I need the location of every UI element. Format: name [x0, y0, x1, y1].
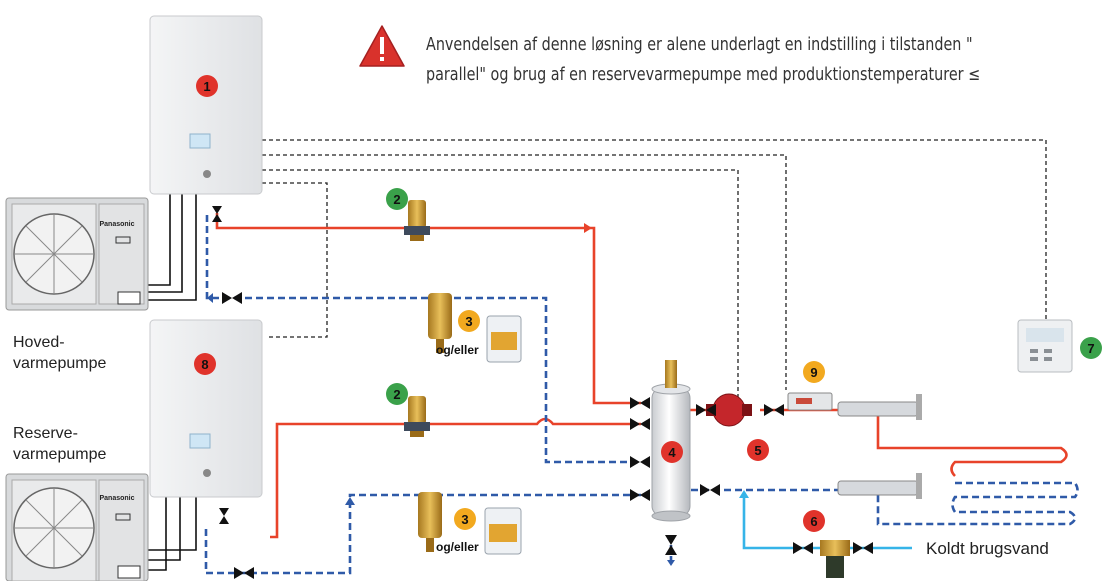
brand-label: Panasonic [99, 495, 134, 502]
control-cable-pump [262, 169, 739, 407]
svg-text:5: 5 [754, 443, 761, 458]
svg-text:7: 7 [1087, 341, 1094, 356]
mixing-valve-box [787, 392, 833, 411]
valve-icon [630, 418, 650, 430]
warning-icon [359, 25, 405, 67]
notice-text: Anvendelsen af denne løsning er alene un… [426, 30, 980, 90]
magnetic-filter-top [404, 200, 430, 241]
cleaner-can-bottom [484, 507, 522, 555]
markers: 1 2 2 3 3 4 5 6 7 8 9 [194, 75, 1102, 532]
marker-8: 8 [194, 353, 216, 375]
brand-label: Panasonic [99, 221, 134, 228]
marker-4: 4 [661, 441, 683, 463]
marker-1: 1 [196, 75, 218, 97]
return-main [205, 215, 641, 464]
manifold-top [837, 394, 922, 420]
marker-5: 5 [747, 439, 769, 461]
marker-2-top: 2 [386, 188, 408, 210]
dirt-separator-top [428, 293, 452, 353]
valve-icon [696, 404, 716, 416]
svg-text:4: 4 [668, 445, 676, 460]
valves [212, 206, 873, 579]
valve-icon [219, 508, 229, 524]
room-thermostat [1017, 319, 1073, 373]
svg-text:3: 3 [461, 512, 468, 527]
return-lines [204, 215, 1079, 575]
manifold-bottom [837, 473, 922, 499]
svg-text:1: 1 [203, 79, 210, 94]
marker-6: 6 [803, 510, 825, 532]
and-or-label-bottom: og/eller [436, 540, 479, 554]
control-wiring [262, 139, 1047, 407]
control-cable-manifold [262, 154, 787, 390]
backup-outdoor-unit [5, 473, 149, 581]
dirt-separator-bottom [418, 492, 442, 552]
valve-icon [630, 397, 650, 409]
backup-indoor-unit [149, 319, 263, 498]
notice-line-1: Anvendelsen af denne løsning er alene un… [426, 35, 973, 55]
supply-main [215, 213, 641, 405]
notice-line-2: parallel" og brug af en reservevarmepump… [426, 65, 981, 85]
control-cable-backup-unit [262, 182, 328, 338]
valve-icon [212, 206, 222, 222]
main-outdoor-unit [5, 197, 149, 311]
svg-text:9: 9 [810, 365, 817, 380]
marker-3-bottom: 3 [454, 508, 476, 530]
valve-icon [222, 292, 242, 304]
svg-text:8: 8 [201, 357, 208, 372]
marker-2-bottom: 2 [386, 383, 408, 405]
valve-icon [853, 542, 873, 554]
main-indoor-unit [149, 15, 263, 195]
cold-water-filter [820, 540, 850, 578]
backup-pump-label: Reserve- varmepumpe [13, 425, 107, 463]
control-cable-thermostat [262, 139, 1047, 320]
supply-backup [270, 417, 641, 539]
valve-icon [630, 489, 650, 501]
and-or-label-top: og/eller [436, 343, 479, 357]
marker-3-top: 3 [458, 310, 480, 332]
magnetic-filter-bottom [404, 396, 430, 437]
buffer-tank [651, 360, 691, 522]
svg-text:2: 2 [393, 387, 400, 402]
valve-icon [700, 484, 720, 496]
svg-text:6: 6 [810, 514, 817, 529]
valve-icon [665, 535, 677, 555]
cold-water-label: Koldt brugsvand [926, 539, 1049, 558]
cold-water-line [742, 492, 912, 550]
marker-9: 9 [803, 361, 825, 383]
cleaner-can-top [486, 315, 522, 363]
svg-text:3: 3 [465, 314, 472, 329]
valve-icon [793, 542, 813, 554]
supply-lines [215, 213, 1068, 539]
marker-7: 7 [1080, 337, 1102, 359]
return-backup-to-tank [348, 493, 641, 528]
svg-text:2: 2 [393, 192, 400, 207]
valve-icon [234, 567, 254, 579]
valve-icon [764, 404, 784, 416]
outdoor-connections [147, 190, 197, 571]
main-pump-label: Hoved- varmepumpe [13, 334, 107, 372]
valve-icon [630, 456, 650, 468]
